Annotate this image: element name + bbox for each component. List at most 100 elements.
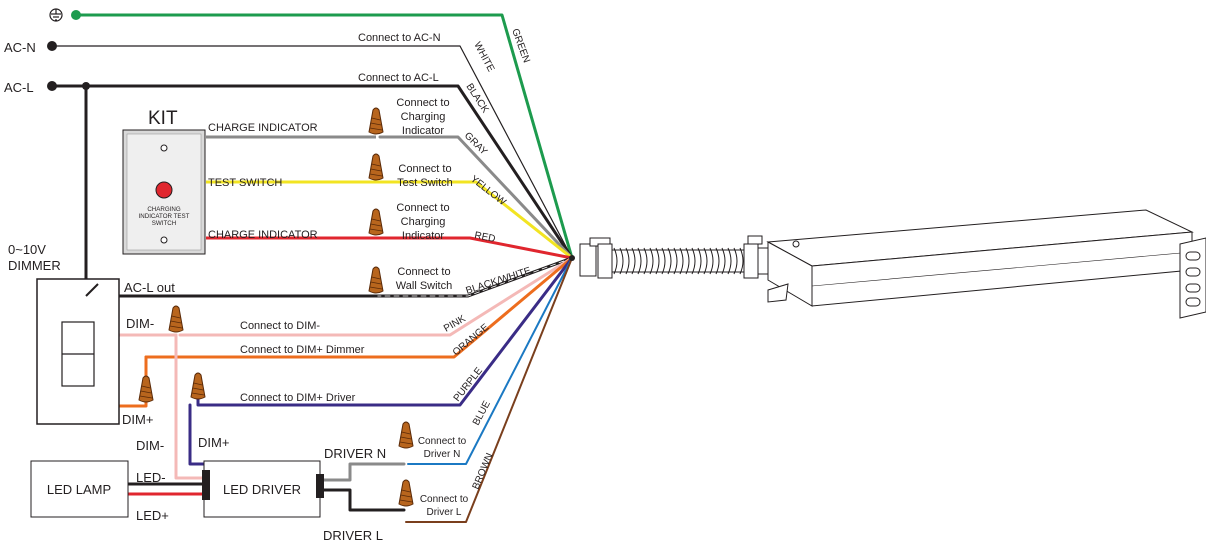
conduit-coil <box>721 247 726 275</box>
driver-n-label: DRIVER N <box>324 446 386 461</box>
led-minus-label: LED- <box>136 470 166 485</box>
conduit-coil <box>727 247 732 275</box>
supply-terminals: AC-N AC-L <box>4 8 90 95</box>
flex-conduit <box>612 247 744 275</box>
conduit-coil <box>619 247 624 275</box>
conduit-coil <box>643 247 648 275</box>
white-label: WHITE <box>471 40 496 74</box>
nut-charging-2 <box>368 208 384 236</box>
connect-ac-n: Connect to AC-N <box>358 32 441 44</box>
wire-junction <box>569 255 575 261</box>
blue-label: BLUE <box>471 399 493 428</box>
kit-wiring <box>206 135 376 240</box>
ac-l-terminal <box>47 81 57 91</box>
connect-dim-plus-dimmer: Connect to DIM+ Dimmer <box>240 344 365 356</box>
red-wire <box>374 236 574 260</box>
ground-terminal <box>71 10 81 20</box>
kit-plate-text-3: SWITCH <box>152 220 176 227</box>
dimmer: 0~10V DIMMER <box>8 242 120 425</box>
black-wire <box>50 84 574 260</box>
charge-indicator-bottom-label: CHARGE INDICATOR <box>208 229 318 241</box>
emergency-driver-fixture <box>766 209 1206 319</box>
conduit-coil <box>715 247 720 275</box>
ac-n-label: AC-N <box>4 40 36 55</box>
connect-test-a: Connect to <box>398 163 451 175</box>
wire-nuts <box>138 107 414 507</box>
yellow-label: YELLOW <box>468 174 508 209</box>
ac-n-terminal <box>47 41 57 51</box>
connect-dim-plus-driver: Connect to DIM+ Driver <box>240 392 356 404</box>
black-white-stripe <box>375 257 573 297</box>
nut-driver-l <box>398 479 414 507</box>
purple-label: PURPLE <box>452 365 486 404</box>
kit-plate: KIT CHARGING INDICATOR TEST SWITCH <box>122 108 206 255</box>
test-button <box>155 181 173 199</box>
driver-l-label: DRIVER L <box>323 528 383 543</box>
connect-driver-n-b: Driver N <box>424 449 461 460</box>
conduit-coil <box>703 247 708 275</box>
dim-plus-label: DIM+ <box>122 412 153 427</box>
nut-test <box>368 153 384 181</box>
purple-wire <box>198 256 574 407</box>
blue-wire <box>407 257 573 465</box>
nut-dim-minus <box>168 305 184 333</box>
ac-l-junction <box>82 82 90 90</box>
connect-driver-l-a: Connect to <box>420 494 469 505</box>
connect-charging-1-b: Charging <box>401 111 446 123</box>
kit-plate-text-1: CHARGING <box>147 206 181 213</box>
connect-wall-b: Wall Switch <box>396 280 452 292</box>
conduit-coil <box>649 247 654 275</box>
conduit-coil <box>685 247 690 275</box>
connect-charging-1-a: Connect to <box>396 97 449 109</box>
conduit-coil <box>655 247 660 275</box>
conduit-coil <box>667 247 672 275</box>
connect-charging-2-a: Connect to <box>396 202 449 214</box>
connect-driver-l-b: Driver L <box>426 507 461 518</box>
brown-label: BROWN <box>471 452 496 492</box>
wire-labels: CHARGE INDICATOR TEST SWITCH CHARGE INDI… <box>122 122 386 543</box>
dim-minus-label: DIM- <box>126 316 154 331</box>
black-white-label: BLACK/WHITE <box>465 265 533 297</box>
ac-l-feed <box>84 84 378 298</box>
gray-wire <box>378 135 574 260</box>
conduit-coil <box>613 247 618 275</box>
conduit-coil <box>739 247 744 275</box>
ac-l-out-label: AC-L out <box>124 280 175 295</box>
green-label: GREEN <box>509 27 531 64</box>
conduit-coil <box>661 247 666 275</box>
conduit-coil <box>637 247 642 275</box>
connection-notes: Connect to AC-N Connect to AC-L Connect … <box>240 32 469 518</box>
conduit-coil <box>631 247 636 275</box>
conduit-coil <box>733 247 738 275</box>
nut-driver-n <box>398 421 414 449</box>
conduit-coil <box>709 247 714 275</box>
led-plus-label: LED+ <box>136 508 169 523</box>
connect-ac-l: Connect to AC-L <box>358 72 439 84</box>
dim-minus-lower-label: DIM- <box>136 438 164 453</box>
charge-indicator-top-label: CHARGE INDICATOR <box>208 122 318 134</box>
kit-plate-text-2: INDICATOR TEST <box>139 213 190 220</box>
led-driver-label: LED DRIVER <box>223 482 301 497</box>
nut-charging-1 <box>368 107 384 135</box>
orange-wire <box>144 256 574 359</box>
conduit-coil <box>679 247 684 275</box>
nut-wall <box>368 266 384 294</box>
connect-charging-2-c: Indicator <box>402 230 445 242</box>
conduit-coil <box>697 247 702 275</box>
conduit-coil <box>691 247 696 275</box>
fan-wires <box>50 13 574 523</box>
red-label: RED <box>473 230 496 245</box>
conduit-coil <box>625 247 630 275</box>
connect-dim-minus: Connect to DIM- <box>240 320 320 332</box>
conduit-coil <box>673 247 678 275</box>
nut-dim-plus-dimmer <box>138 375 154 403</box>
dim-wiring <box>116 333 406 512</box>
white-wire <box>51 45 573 259</box>
dim-plus-lower-label: DIM+ <box>198 435 229 450</box>
pink-wire <box>178 256 574 337</box>
led-lamp-label: LED LAMP <box>47 482 111 497</box>
green-wire <box>74 13 574 260</box>
connect-charging-2-b: Charging <box>401 216 446 228</box>
connect-charging-1-c: Indicator <box>402 125 445 137</box>
